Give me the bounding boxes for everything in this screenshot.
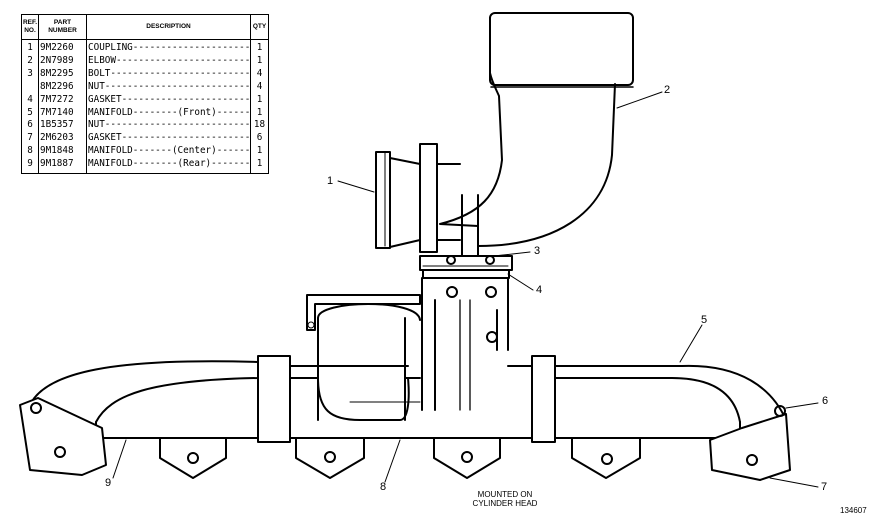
- description-text: MANIFOLD--------(Front)------------: [88, 106, 249, 118]
- support-bracket: [306, 294, 421, 421]
- description-text: GASKET-----------------------------: [88, 93, 249, 105]
- callout-3: 3: [534, 245, 541, 257]
- end-flanges: [19, 397, 791, 481]
- description-text: NUT--------------------------------: [88, 80, 249, 92]
- description-text: MANIFOLD--------(Rear)-------------: [88, 158, 249, 170]
- ref-cell: 3: [21, 67, 39, 81]
- header-ref-no: REF. NO.: [21, 14, 39, 40]
- ref-cell: [21, 80, 39, 94]
- description-cell: COUPLING---------------------------: [86, 39, 251, 55]
- description-cell: GASKET-----------------------------: [86, 93, 251, 107]
- table-row: 8 9M1848 MANIFOLD-------(Center)--------…: [21, 145, 269, 159]
- qty-cell: 6: [250, 132, 269, 146]
- part-number-cell: 7M7272: [38, 93, 87, 107]
- callout-2: 2: [664, 84, 671, 96]
- parts-list-table: REF. NO. PART NUMBER DESCRIPTION QTY 1 9…: [21, 14, 269, 175]
- table-row: 8M2296 NUT------------------------------…: [21, 80, 269, 94]
- description-cell: BOLT-------------------------------: [86, 67, 251, 81]
- header-description: DESCRIPTION: [86, 14, 251, 40]
- qty-cell: 4: [250, 67, 269, 81]
- ref-cell: 6: [21, 119, 39, 133]
- manifold-body: [27, 355, 787, 443]
- description-text: MANIFOLD-------(Center)------------: [88, 145, 249, 157]
- callout-6: 6: [822, 395, 829, 407]
- part-number-cell: 9M2260: [38, 39, 87, 55]
- description-text: ELBOW------------------------------: [88, 54, 249, 66]
- description-cell: MANIFOLD-------(Center)------------: [86, 145, 251, 159]
- riser-and-flanges: [419, 194, 513, 411]
- part-number-cell: 8M2296: [38, 80, 87, 94]
- ref-cell: 4: [21, 93, 39, 107]
- qty-cell: 4: [250, 80, 269, 94]
- mounting-caption: MOUNTED ON CYLINDER HEAD: [460, 490, 550, 508]
- part-number-cell: 2M6203: [38, 132, 87, 146]
- callout-5: 5: [701, 314, 708, 326]
- part-number-cell: 2N7989: [38, 54, 87, 68]
- ref-cell: 2: [21, 54, 39, 68]
- caption-line-2: CYLINDER HEAD: [472, 499, 538, 508]
- table-row: 2 2N7989 ELBOW--------------------------…: [21, 54, 269, 68]
- ref-cell: 5: [21, 106, 39, 120]
- description-cell: MANIFOLD--------(Front)------------: [86, 106, 251, 120]
- description-cell: GASKET-----------------------------: [86, 132, 251, 146]
- leader-lines: [112, 91, 819, 488]
- description-cell: NUT--------------------------------: [86, 80, 251, 94]
- table-row: 7 2M6203 GASKET-------------------------…: [21, 132, 269, 146]
- qty-cell: 1: [250, 158, 269, 174]
- part-number-cell: 8M2295: [38, 67, 87, 81]
- callout-4: 4: [536, 284, 543, 296]
- qty-cell: 1: [250, 39, 269, 55]
- qty-cell: 1: [250, 106, 269, 120]
- description-cell: ELBOW------------------------------: [86, 54, 251, 68]
- elbow-part: [439, 12, 634, 247]
- table-row: 4 7M7272 GASKET-------------------------…: [21, 93, 269, 107]
- ref-cell: 1: [21, 39, 39, 55]
- description-text: GASKET-----------------------------: [88, 132, 249, 144]
- callout-9: 9: [105, 477, 112, 489]
- figure-number: 134607: [840, 506, 867, 515]
- callout-7: 7: [821, 481, 828, 493]
- table-row: 9 9M1887 MANIFOLD--------(Rear)---------…: [21, 158, 269, 174]
- coupling-part: [375, 143, 461, 253]
- description-cell: NUT--------------------------------: [86, 119, 251, 133]
- table-row: 6 1B5357 NUT----------------------------…: [21, 119, 269, 133]
- part-number-cell: 9M1887: [38, 158, 87, 174]
- header-part-number: PART NUMBER: [38, 14, 87, 40]
- qty-cell: 18: [250, 119, 269, 133]
- table-row: 1 9M2260 COUPLING-----------------------…: [21, 39, 269, 55]
- qty-cell: 1: [250, 54, 269, 68]
- ref-cell: 7: [21, 132, 39, 146]
- part-number-cell: 7M7140: [38, 106, 87, 120]
- description-text: BOLT-------------------------------: [88, 67, 249, 79]
- table-row: 3 8M2295 BOLT---------------------------…: [21, 67, 269, 81]
- qty-cell: 1: [250, 93, 269, 107]
- port-flanges: [159, 437, 641, 479]
- callout-8: 8: [380, 481, 387, 493]
- qty-cell: 1: [250, 145, 269, 159]
- part-number-cell: 1B5357: [38, 119, 87, 133]
- table-header-row: REF. NO. PART NUMBER DESCRIPTION QTY: [21, 14, 269, 40]
- callout-1: 1: [327, 175, 334, 187]
- ref-cell: 9: [21, 158, 39, 174]
- header-qty: QTY: [250, 14, 269, 40]
- part-number-cell: 9M1848: [38, 145, 87, 159]
- description-text: NUT--------------------------------: [88, 119, 249, 131]
- caption-line-1: MOUNTED ON: [477, 490, 533, 499]
- description-text: COUPLING---------------------------: [88, 42, 249, 53]
- ref-cell: 8: [21, 145, 39, 159]
- description-cell: MANIFOLD--------(Rear)-------------: [86, 158, 251, 174]
- table-row: 5 7M7140 MANIFOLD--------(Front)--------…: [21, 106, 269, 120]
